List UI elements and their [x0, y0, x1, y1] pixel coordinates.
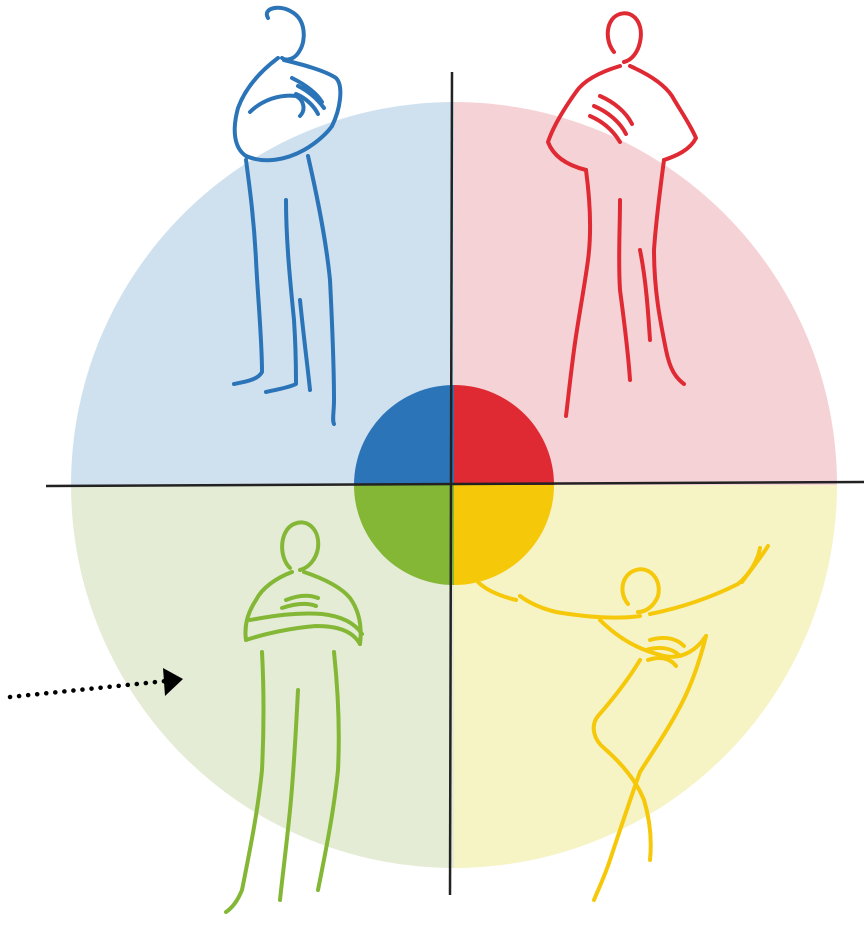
quadrant-diagram — [0, 0, 864, 929]
